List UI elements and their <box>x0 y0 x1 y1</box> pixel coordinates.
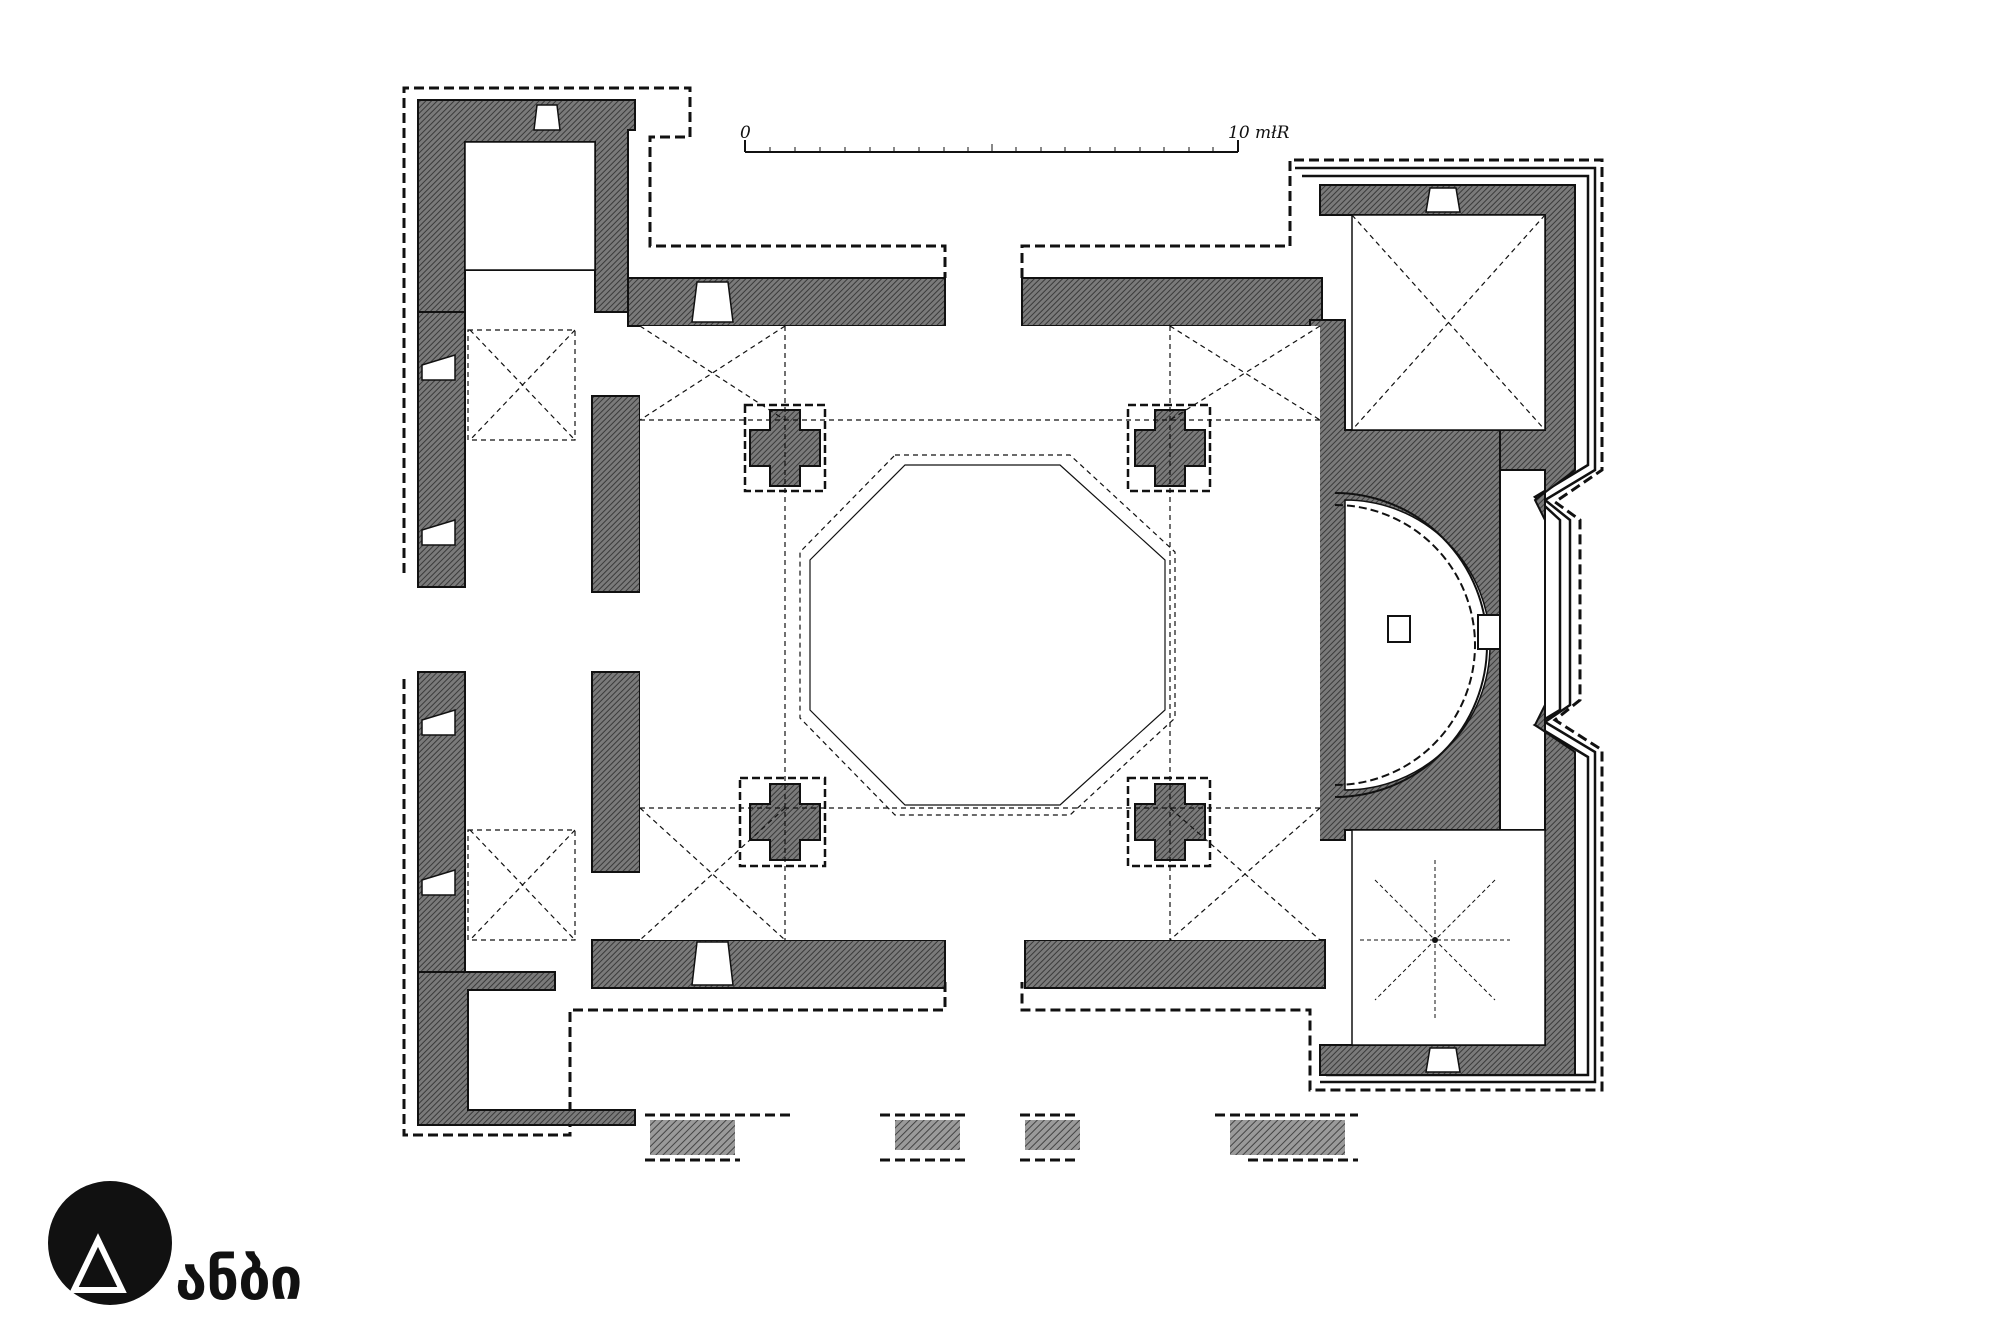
windows <box>421 104 1461 1073</box>
central-dome <box>799 454 1176 816</box>
apse-arcs <box>1334 492 1501 798</box>
foundation-outline <box>402 86 1604 1162</box>
vault-lines <box>467 214 1546 941</box>
triangle-in-circle-icon <box>69 1233 127 1293</box>
east-wall-outlines <box>1295 166 1597 1084</box>
logo-text: ანბი <box>175 1245 302 1313</box>
star-vault <box>1360 860 1510 1020</box>
scale-end-label: 10 młR <box>1228 123 1290 143</box>
bottom-footings <box>650 1120 1345 1155</box>
logo <box>48 1181 172 1305</box>
scale-bar: 0 10 młR <box>740 123 1290 153</box>
scale-start-label: 0 <box>740 123 751 143</box>
pier-outlines <box>738 403 1212 868</box>
